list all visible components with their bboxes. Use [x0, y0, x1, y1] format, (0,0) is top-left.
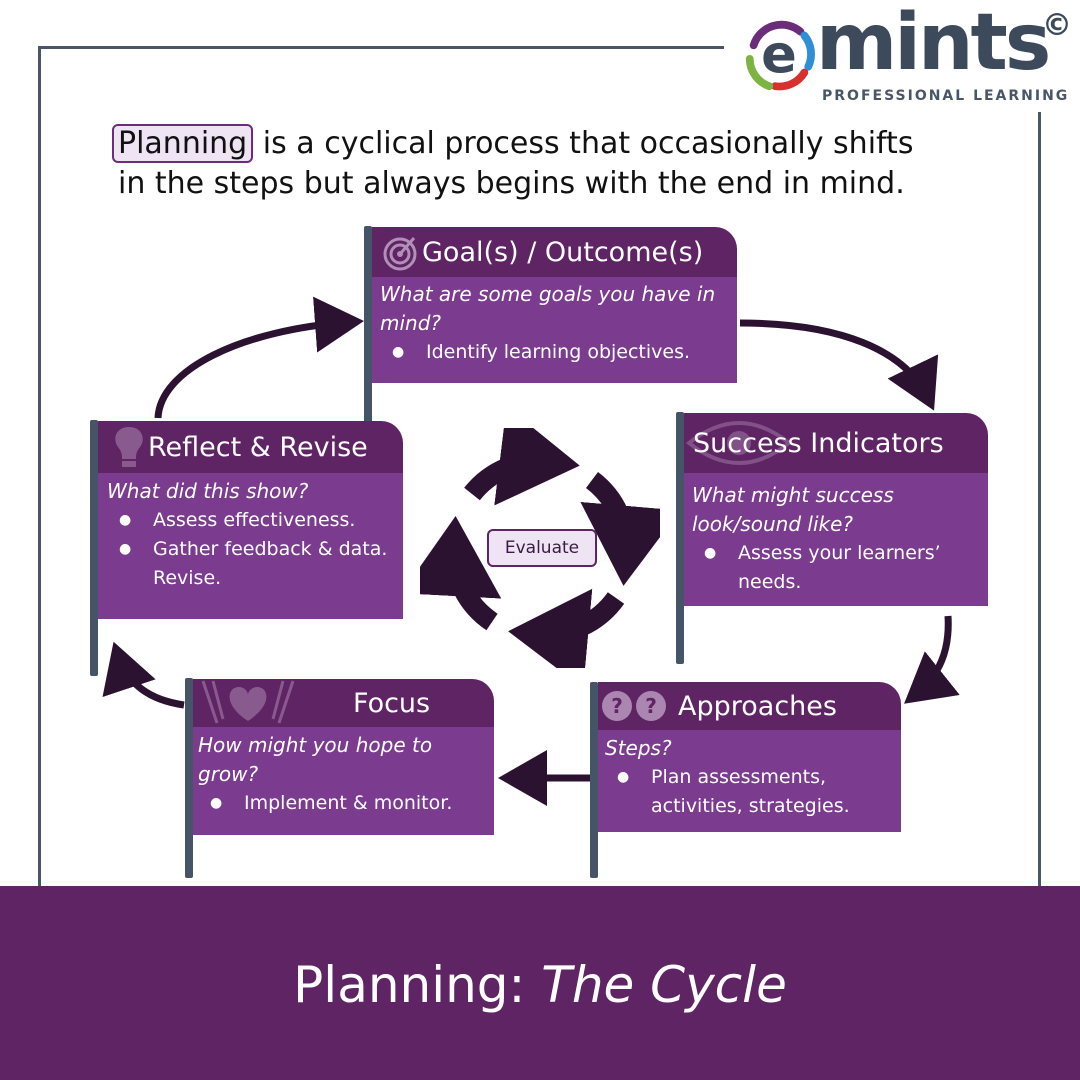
logo-subtitle: PROFESSIONAL LEARNING — [822, 88, 1070, 104]
flag-success-title: Success Indicators — [693, 427, 944, 459]
frame-top-line — [38, 46, 724, 49]
flag-reflect-bullet-2: Gather feedback & data. Revise. — [107, 535, 394, 593]
arrow-focus-to-reflect — [102, 641, 185, 709]
footer-title-italic: The Cycle — [541, 956, 787, 1014]
footer-title: Planning: The Cycle — [0, 956, 1080, 1014]
flag-reflect-question: What did this show? — [107, 479, 309, 503]
heart-hands-icon — [201, 680, 295, 724]
intro-line2: in the steps but always begins with the … — [118, 166, 905, 201]
flag-pole — [364, 226, 372, 426]
flag-goals-body: What are some goals you have in mind? Id… — [372, 277, 737, 383]
flag-success-question: What might success look/sound like? — [692, 483, 894, 536]
flag-success-body: What might success look/sound like? Asse… — [684, 473, 988, 606]
flag-approaches-header: ? ? Approaches — [598, 682, 901, 730]
flag-goals-question: What are some goals you have in mind? — [380, 282, 716, 335]
svg-text:e: e — [761, 25, 797, 86]
flag-goals-header: Goal(s) / Outcome(s) — [372, 227, 737, 277]
target-icon — [383, 237, 417, 271]
evaluate-cycle-icon — [420, 428, 660, 668]
flag-focus-question: How might you hope to grow? — [198, 733, 433, 786]
frame-right-line — [1038, 112, 1041, 886]
flag-approaches-title: Approaches — [678, 690, 837, 722]
eye-icon — [685, 421, 793, 465]
flag-reflect-body: What did this show? Assess effectiveness… — [98, 473, 403, 619]
frame-left-line — [38, 46, 41, 886]
copyright-symbol: © — [1042, 8, 1072, 43]
flag-reflect-title: Reflect & Revise — [148, 431, 368, 463]
flag-focus-header: Focus — [193, 679, 494, 727]
flag-approaches-bullet: Plan assessments, activities, strategies… — [605, 763, 894, 821]
intro-line1: is a cyclical process that occasionally … — [262, 126, 914, 161]
arrow-success-to-approaches — [904, 615, 960, 704]
flag-focus-bullet: Implement & monitor. — [198, 789, 489, 818]
flag-focus-title: Focus — [353, 687, 431, 719]
intro-text: Planning is a cyclical process that occa… — [112, 124, 992, 204]
logo-wordmark: mints — [816, 0, 1051, 88]
flag-focus-body: How might you hope to grow? Implement & … — [193, 727, 494, 835]
arrow-goals-to-success — [739, 319, 939, 411]
flag-goals-bullet: Identify learning objectives. — [380, 338, 729, 367]
flag-approaches-question: Steps? — [605, 736, 672, 760]
flag-reflect-header: Reflect & Revise — [98, 421, 403, 473]
intro-highlight: Planning — [112, 124, 254, 163]
lightbulb-icon — [115, 427, 143, 467]
footer-title-plain: Planning: — [293, 956, 526, 1014]
flag-pole — [676, 412, 684, 664]
arrow-reflect-to-goals — [154, 296, 364, 419]
flag-success-bullet: Assess your learners’ needs. — [692, 539, 980, 597]
footer-banner — [0, 886, 1080, 1080]
question-marks-icon: ? ? — [602, 691, 666, 721]
evaluate-label: Evaluate — [487, 529, 597, 567]
flag-approaches-body: Steps? Plan assessments, activities, str… — [598, 730, 901, 832]
flag-pole — [185, 678, 193, 878]
flag-success-header: Success Indicators — [684, 413, 988, 473]
flag-pole — [590, 682, 598, 878]
emints-logo: e mints © PROFESSIONAL LEARNING — [740, 4, 1080, 108]
flag-goals-title: Goal(s) / Outcome(s) — [422, 236, 704, 268]
logo-e-mark-icon: e — [745, 20, 815, 91]
flag-reflect-bullet-1: Assess effectiveness. — [107, 506, 394, 535]
flag-pole — [90, 420, 98, 676]
